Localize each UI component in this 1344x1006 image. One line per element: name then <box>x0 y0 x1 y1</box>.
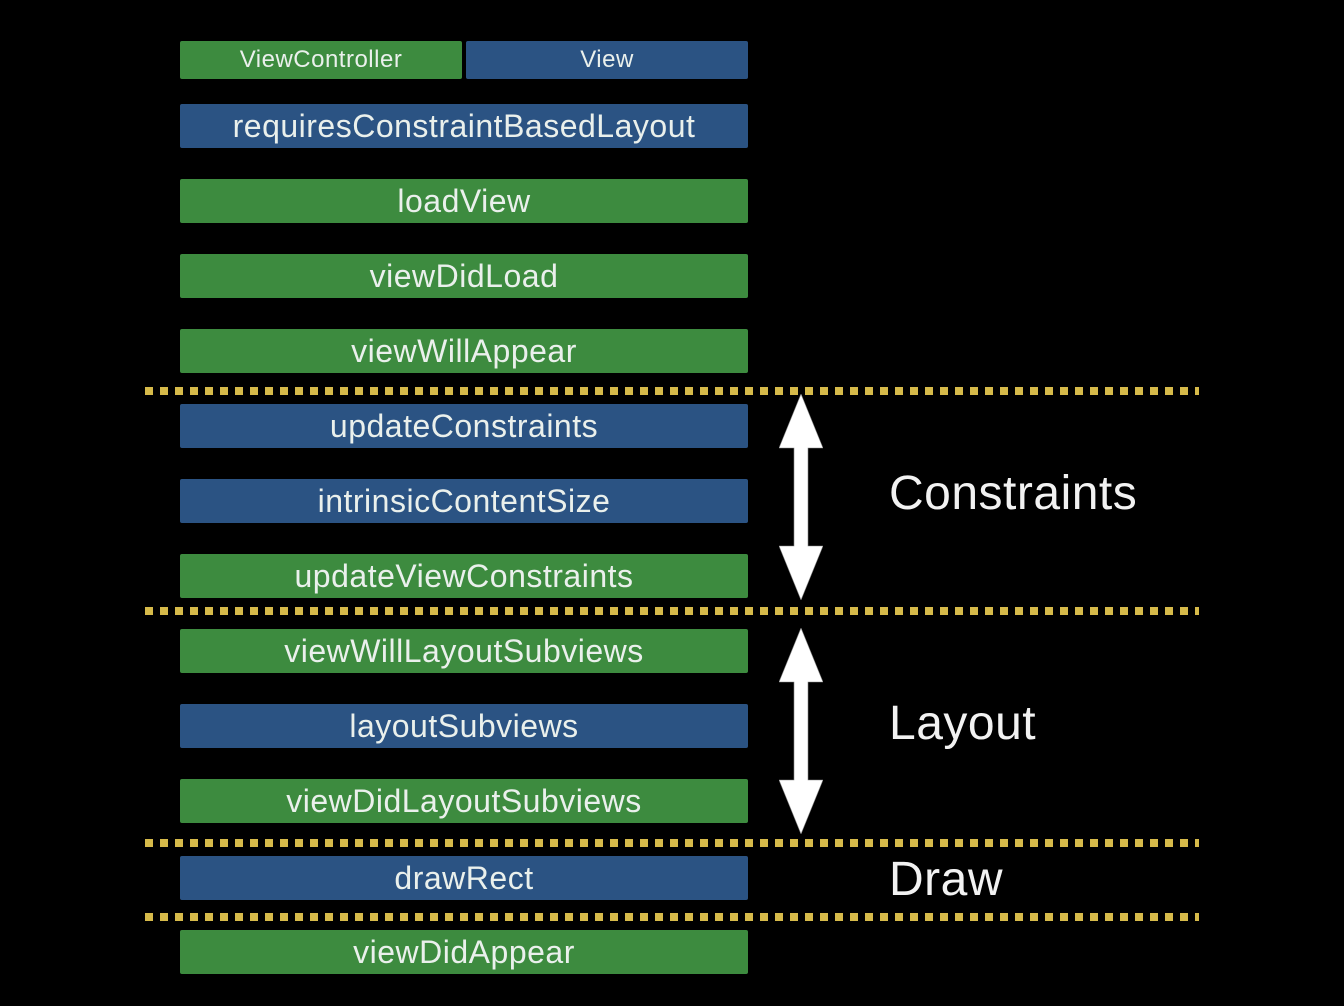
bar-view-did-load: viewDidLoad <box>180 254 748 298</box>
phase-divider-draw-top <box>145 839 1199 847</box>
legend-view-label: View <box>580 46 634 73</box>
bar-view-did-layout-subviews: viewDidLayoutSubviews <box>180 779 748 823</box>
legend-view: View <box>466 41 748 79</box>
layout-range-arrow-icon <box>779 628 823 834</box>
constraints-range-arrow-icon <box>779 394 823 600</box>
bar-intrinsic-content-size: intrinsicContentSize <box>180 479 748 523</box>
bar-update-constraints: updateConstraints <box>180 404 748 448</box>
bar-update-view-constraints: updateViewConstraints <box>180 554 748 598</box>
phase-divider-draw-bottom <box>145 913 1199 921</box>
bar-view-did-appear: viewDidAppear <box>180 930 748 974</box>
bar-view-will-appear: viewWillAppear <box>180 329 748 373</box>
section-label-layout: Layout <box>889 697 1037 750</box>
bar-layout-subviews: layoutSubviews <box>180 704 748 748</box>
bar-view-will-layout-subviews: viewWillLayoutSubviews <box>180 629 748 673</box>
legend-viewcontroller-label: ViewController <box>239 46 403 73</box>
phase-divider-layout-top <box>145 607 1199 615</box>
section-label-draw: Draw <box>889 853 1004 906</box>
bar-draw-rect: drawRect <box>180 856 748 900</box>
legend-viewcontroller: ViewController <box>180 41 462 79</box>
phase-divider-constraints-top <box>145 387 1199 395</box>
bar-load-view: loadView <box>180 179 748 223</box>
section-label-constraints: Constraints <box>889 467 1138 520</box>
bar-requires-constraint-based-layout: requiresConstraintBasedLayout <box>180 104 748 148</box>
